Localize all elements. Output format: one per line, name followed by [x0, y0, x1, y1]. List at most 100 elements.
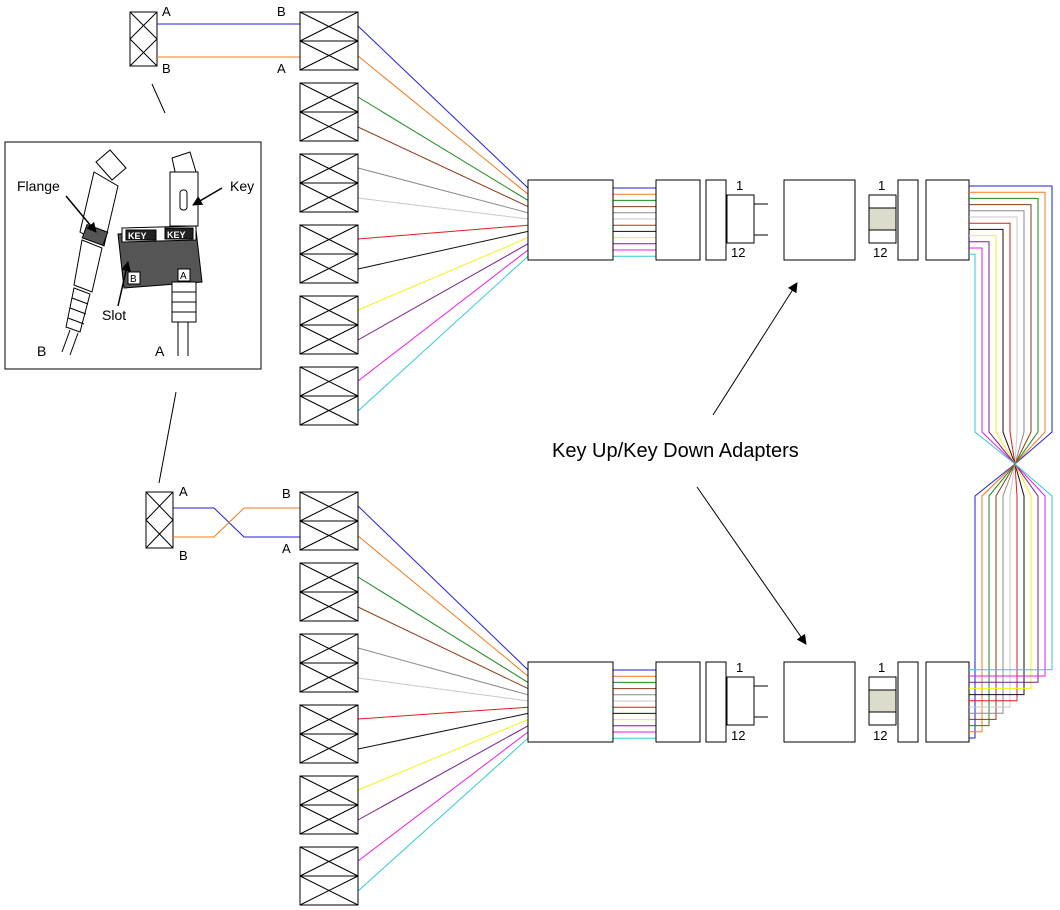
bottom-left-a-label: A	[179, 484, 188, 499]
bot-fiber-7	[357, 706, 529, 720]
bottom-duplex-connector-stack	[299, 491, 359, 906]
top-duplex-box	[299, 224, 359, 284]
bot-fiber-11	[357, 731, 529, 862]
adapters-callout-label: Key Up/Key Down Adapters	[552, 440, 799, 462]
top-fiber-8	[357, 230, 529, 270]
bottom-fiber-1-label: 1	[736, 660, 743, 675]
inset-flange-label: Flange	[17, 178, 60, 194]
bottom-left-b-label: B	[179, 548, 188, 563]
top-right-mpo-connector	[868, 179, 970, 261]
crossover-top-fiber-1	[969, 185, 1053, 465]
bot-fiber-3	[357, 576, 529, 683]
bottom-right-mpo-connector	[868, 661, 970, 743]
bottom-duplex-fiber-blue	[173, 507, 300, 538]
crossover-top-fiber-3	[969, 197, 1039, 465]
trunk-crossover-fibers	[969, 185, 1053, 739]
crossover-top-fiber-7	[969, 222, 1016, 465]
inset-pointer-arrows	[65, 187, 223, 307]
crossover-bottom-fiber-12	[969, 463, 1053, 671]
bottom-right-a-label: A	[282, 541, 291, 556]
top-fiber-1	[357, 25, 529, 189]
inset-slot-label: Slot	[102, 307, 126, 323]
bot-fiber-4	[357, 606, 529, 690]
top-duplex-box	[299, 366, 359, 426]
crossover-bottom-fiber-3	[969, 463, 1016, 727]
inset-key-label: Key	[230, 178, 254, 194]
inset-plug-b-label: B	[37, 343, 46, 359]
inset-body-a-mark: A	[180, 271, 187, 282]
bottom-right-fiber-1-label: 1	[878, 660, 885, 675]
bot-duplex-box	[299, 775, 359, 835]
bot-duplex-box	[299, 562, 359, 622]
top-fiber-11	[357, 249, 529, 382]
inset-adapter-body	[117, 225, 203, 289]
connector-detail-inset: KEY KEY B A Flange Key Slot B A	[4, 141, 262, 370]
inset-key-mark-2: KEY	[167, 230, 186, 240]
crossover-bottom-fiber-6	[969, 463, 1016, 708]
top-duplex-box	[299, 11, 359, 71]
crossover-top-fiber-2	[969, 191, 1046, 465]
crossover-bottom-fiber-10	[969, 463, 1039, 683]
top-right-a-label: A	[277, 61, 286, 76]
adapters-arrow-up	[712, 282, 798, 416]
top-fiber-5	[357, 167, 529, 214]
inset-plug-a-label: A	[155, 343, 165, 359]
top-fiber-2	[357, 55, 529, 195]
crossover-top-fiber-6	[969, 216, 1018, 465]
crossover-top-fiber-8	[969, 228, 1016, 465]
bot-fiber-1	[357, 505, 529, 671]
crossover-top-fiber-4	[969, 204, 1032, 465]
top-fiber-3	[357, 96, 529, 201]
bot-fiber-12	[357, 737, 529, 892]
adapters-arrow-down	[696, 486, 807, 645]
bottom-assembly: A B B A 1 12 1 12	[145, 484, 970, 906]
inset-body-b-mark: B	[130, 274, 137, 285]
crossover-top-fiber-10	[969, 241, 1016, 465]
top-fanout-fibers	[357, 25, 529, 412]
top-right-fiber-12-label: 12	[873, 245, 887, 260]
top-fiber-6	[357, 197, 529, 220]
top-fiber-10	[357, 243, 529, 341]
bot-fiber-5	[357, 647, 529, 696]
crossover-top-fiber-12	[969, 253, 1016, 465]
inset-leader-top	[151, 83, 166, 114]
bottom-right-fiber-12-label: 12	[873, 728, 887, 743]
crossover-top-fiber-11	[969, 247, 1016, 465]
crossover-bottom-fiber-11	[969, 463, 1046, 677]
inset-plug-a	[169, 151, 199, 356]
top-key-adapter	[783, 179, 856, 261]
top-right-b-label: B	[277, 4, 286, 19]
top-duplex-box	[299, 82, 359, 142]
inset-leader-bottom	[158, 391, 177, 484]
bottom-ribbon-fibers	[613, 669, 656, 739]
bot-fiber-6	[357, 677, 529, 702]
crossover-bottom-fiber-5	[969, 463, 1016, 714]
bot-fiber-9	[357, 719, 529, 791]
bot-duplex-box	[299, 704, 359, 764]
bottom-duplex-fiber-orange	[173, 507, 300, 538]
top-fiber-7	[357, 224, 529, 240]
bottom-fanout-fibers	[357, 505, 529, 892]
top-fiber-12	[357, 255, 529, 412]
crossover-bottom-fiber-7	[969, 463, 1018, 702]
crossover-bottom-fiber-2	[969, 463, 1016, 733]
top-fiber-1-label: 1	[736, 178, 743, 193]
bottom-right-b-label: B	[282, 486, 291, 501]
top-duplex-connector-stack	[299, 11, 359, 426]
crossover-top-fiber-5	[969, 210, 1025, 465]
bottom-fanout-body	[527, 661, 768, 743]
bottom-key-adapter	[783, 661, 856, 743]
bot-fiber-10	[357, 725, 529, 821]
top-assembly: A B B A 1 12 1 12	[129, 4, 970, 426]
bottom-fiber-12-label: 12	[731, 728, 745, 743]
top-duplex-box	[299, 153, 359, 213]
crossover-bottom-fiber-4	[969, 463, 1016, 720]
crossover-top-fiber-9	[969, 235, 1016, 465]
crossover-bottom-fiber-9	[969, 463, 1032, 689]
top-ribbon-fibers	[613, 187, 656, 257]
top-duplex-box	[299, 295, 359, 355]
top-duplex-connector-left	[129, 11, 158, 67]
bot-duplex-box	[299, 633, 359, 693]
bot-duplex-box	[299, 491, 359, 551]
